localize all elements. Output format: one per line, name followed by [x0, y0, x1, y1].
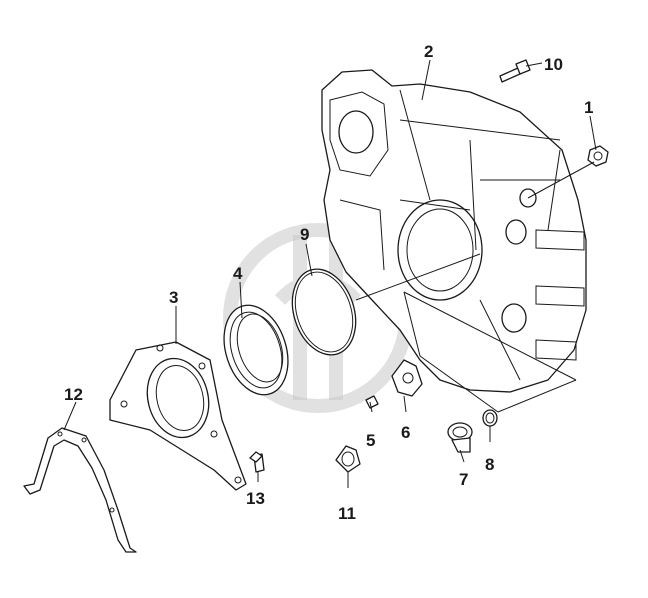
callout-4: 4 — [233, 264, 243, 283]
o-ring-part-8 — [482, 409, 498, 427]
callout-6: 6 — [401, 423, 410, 442]
callout-2: 2 — [424, 42, 433, 61]
callout-12: 12 — [64, 385, 83, 404]
callout-leaders — [63, 59, 597, 488]
bolt-part-10 — [499, 59, 531, 83]
assembly-guide-lines — [355, 253, 577, 413]
seal-housing-part-3 — [109, 341, 247, 491]
callout-13: 13 — [246, 489, 265, 508]
clamp-part-11 — [335, 445, 361, 473]
flywheel-housing-part-2 — [321, 69, 587, 393]
nut-part-1 — [587, 145, 609, 167]
gasket-part-12 — [23, 427, 137, 553]
callout-7: 7 — [459, 470, 468, 489]
callout-8: 8 — [485, 455, 494, 474]
callout-11: 11 — [338, 504, 356, 523]
bolt-part-5 — [365, 395, 379, 409]
callout-3: 3 — [169, 288, 178, 307]
callout-labels: 1 2 3 4 5 6 7 8 9 10 11 12 13 — [64, 42, 593, 523]
cover-plate-part-6 — [391, 359, 423, 397]
plug-part-7 — [447, 422, 473, 453]
callout-5: 5 — [366, 431, 375, 450]
callout-10: 10 — [544, 55, 563, 74]
seal-ring-part-4 — [223, 304, 289, 396]
callout-1: 1 — [584, 98, 593, 117]
bolt-part-13 — [249, 451, 265, 473]
callout-9: 9 — [300, 225, 309, 244]
